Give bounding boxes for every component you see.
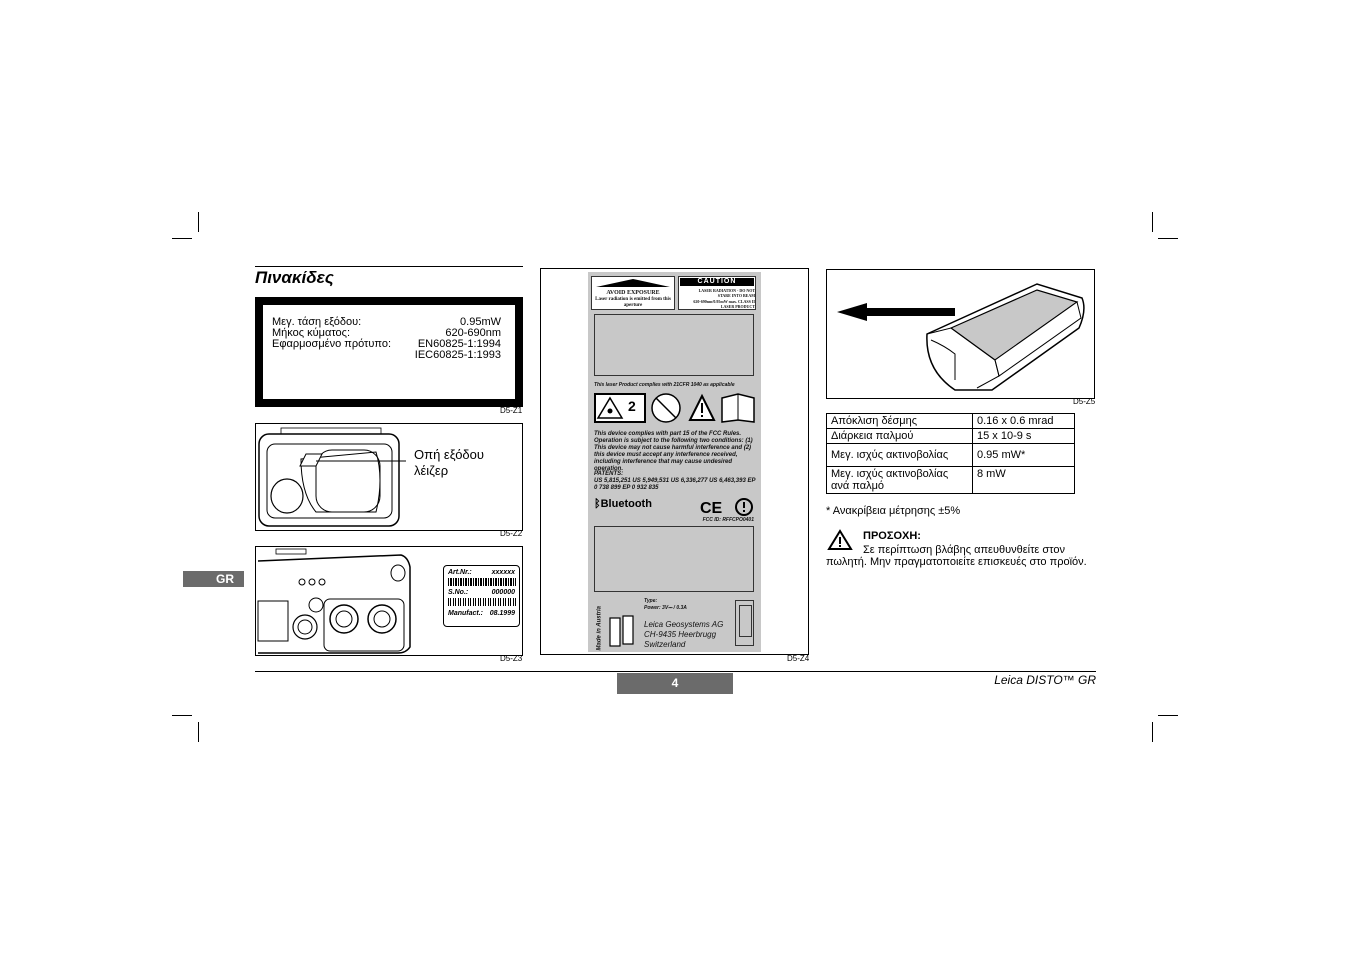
table-cell: 0.16 x 0.6 mrad — [972, 413, 1075, 429]
figure-id: D5-Z3 — [500, 654, 523, 663]
table-cell: 0.95 mW* — [972, 443, 1075, 467]
sno-value: 000000 — [491, 589, 515, 596]
label-plate-figure — [540, 268, 809, 655]
page-number: 4 — [617, 673, 733, 694]
figure-id: D5-Z4 — [787, 654, 810, 663]
made-in-text: Made in Austria — [596, 606, 603, 651]
fcc-text: This device complies with part 15 of the… — [594, 431, 753, 472]
caution-text: 620-690nm/0.95mW max. CLASS II LASER PRO… — [693, 299, 755, 309]
crop-mark — [172, 715, 192, 716]
crop-mark — [1152, 212, 1153, 232]
device-back-drawing — [257, 548, 411, 654]
warning-text: Σε περίπτωση βλάβης απευθυνθείτε στον πω… — [826, 544, 1087, 568]
laser-warning-icon — [596, 396, 624, 419]
footer-rule — [255, 671, 1096, 672]
spec-label: Μήκος κύματος: — [272, 327, 350, 339]
title-rule — [255, 266, 523, 267]
figure-id: D5-Z5 — [1073, 397, 1096, 406]
device-drawing — [837, 283, 1085, 391]
company-name: Leica Geosystems AG — [644, 620, 724, 629]
aperture-window — [735, 600, 754, 646]
art-nr-value: xxxxxx — [491, 569, 515, 576]
crop-mark — [198, 212, 199, 232]
aperture-callout: Οπή εξόδου λέιζερ — [414, 447, 484, 478]
table-cell: Μεγ. ισχύς ακτινοβολίας — [826, 443, 973, 467]
caution-text: LASER RADIATION - DO NOT STARE INTO BEAM — [698, 288, 755, 298]
device-back-figure: Art.Nr.: xxxxxx S.No.: 000000 Manufact.:… — [255, 546, 523, 656]
laser-class-icon: 2 — [594, 393, 646, 423]
figure-id: D5-Z1 — [500, 406, 523, 415]
table-row: Διάρκεια παλμού 15 x 10-9 s — [826, 428, 1075, 444]
barcode — [448, 578, 516, 586]
crop-mark — [1152, 722, 1153, 742]
label-plate: AVOID EXPOSURE Laser radiation is emitte… — [588, 272, 761, 652]
manufact-value: 08.1999 — [489, 610, 515, 617]
svg-text:CE: CE — [700, 500, 723, 516]
table-cell: Μεγ. ισχύς ακτινοβολίας ανά παλμό — [826, 466, 973, 494]
crop-mark — [1158, 238, 1178, 239]
spec-value: IEC60825-1:1993 — [414, 349, 501, 361]
footer-brand: Leica DISTO™ GR — [994, 673, 1096, 687]
spec-value: EN60825-1:1994 — [417, 338, 501, 350]
table-cell: Διάρκεια παλμού — [826, 428, 973, 444]
avoid-exposure-box: AVOID EXPOSURE Laser radiation is emitte… — [591, 276, 675, 310]
laser-spec-label: Μεγ. τάση εξόδου: 0.95mW Μήκος κύματος: … — [255, 297, 523, 407]
sno-label: S.No.: — [448, 589, 469, 596]
device-front-drawing — [258, 427, 406, 527]
caution-header: CAUTION — [680, 278, 754, 286]
laser-class-number: 2 — [628, 398, 636, 414]
aperture-figure — [255, 423, 523, 531]
avoid-text: Laser radiation is emitted from this ape… — [595, 297, 671, 308]
spec-label: Εφαρμοσμένο πρότυπο: — [272, 338, 392, 350]
table-cell: Απόκλιση δέσμης — [826, 413, 973, 429]
spec-value: 620-690nm — [445, 327, 501, 339]
table-row: Μεγ. ισχύς ακτινοβολίας 0.95 mW* — [826, 443, 1075, 467]
crop-mark — [1158, 715, 1178, 716]
bluetooth-logo: ᛒBluetooth — [594, 498, 652, 510]
safety-icons — [651, 393, 755, 423]
battery-icon — [609, 615, 634, 647]
power-label: Power: 3V⎓ / 0.3A — [644, 605, 687, 611]
blank-panel — [594, 314, 754, 376]
cfr-text: This laser Product complies with 21CFR 1… — [594, 382, 735, 388]
fcc-id: FCC ID: RFFCPO0401 — [702, 517, 754, 523]
type-label: Type: — [644, 598, 658, 604]
laser-specs-table: Απόκλιση δέσμης 0.16 x 0.6 mrad Διάρκεια… — [826, 413, 1075, 494]
company-country: Switzerland — [644, 640, 686, 649]
manufact-label: Manufact.: — [448, 610, 483, 617]
table-cell: 15 x 10-9 s — [972, 428, 1075, 444]
caution-box: CAUTION LASER RADIATION - DO NOT STARE I… — [678, 276, 756, 310]
crop-mark — [198, 722, 199, 742]
patents-text: US 5,815,251 US 5,949,531 US 6,336,277 U… — [594, 478, 756, 491]
accuracy-note: * Ανακρίβεια μέτρησης ±5% — [826, 505, 961, 517]
table-row: Απόκλιση δέσμης 0.16 x 0.6 mrad — [826, 413, 1075, 429]
company-address: CH-9435 Heerbrugg — [644, 630, 717, 639]
triangle-icon — [596, 279, 670, 287]
avoid-title: AVOID EXPOSURE — [606, 290, 660, 296]
art-nr-label: Art.Nr.: — [448, 569, 472, 576]
section-title: Πινακίδες — [255, 268, 334, 287]
ce-mark-icon: CE — [700, 498, 753, 516]
barcode — [448, 598, 516, 606]
crop-mark — [172, 238, 192, 239]
table-cell: 8 mW — [972, 466, 1075, 494]
arrow-left-icon — [837, 303, 955, 321]
warning-title: ΠΡΟΣΟΧΗ: — [863, 530, 921, 542]
serial-label: Art.Nr.: xxxxxx S.No.: 000000 Manufact.:… — [443, 565, 520, 627]
patents-title: PATENTS: — [594, 471, 624, 477]
blank-panel — [594, 526, 754, 592]
bluetooth-icon: ᛒ — [594, 498, 601, 510]
warning-icon — [827, 529, 853, 550]
language-tab: GR — [183, 571, 244, 587]
device-figure — [826, 269, 1095, 399]
table-row: Μεγ. ισχύς ακτινοβολίας ανά παλμό 8 mW — [826, 466, 1075, 494]
spec-label: Μεγ. τάση εξόδου: — [272, 316, 362, 328]
spec-value: 0.95mW — [460, 316, 501, 328]
figure-id: D5-Z2 — [500, 529, 523, 538]
